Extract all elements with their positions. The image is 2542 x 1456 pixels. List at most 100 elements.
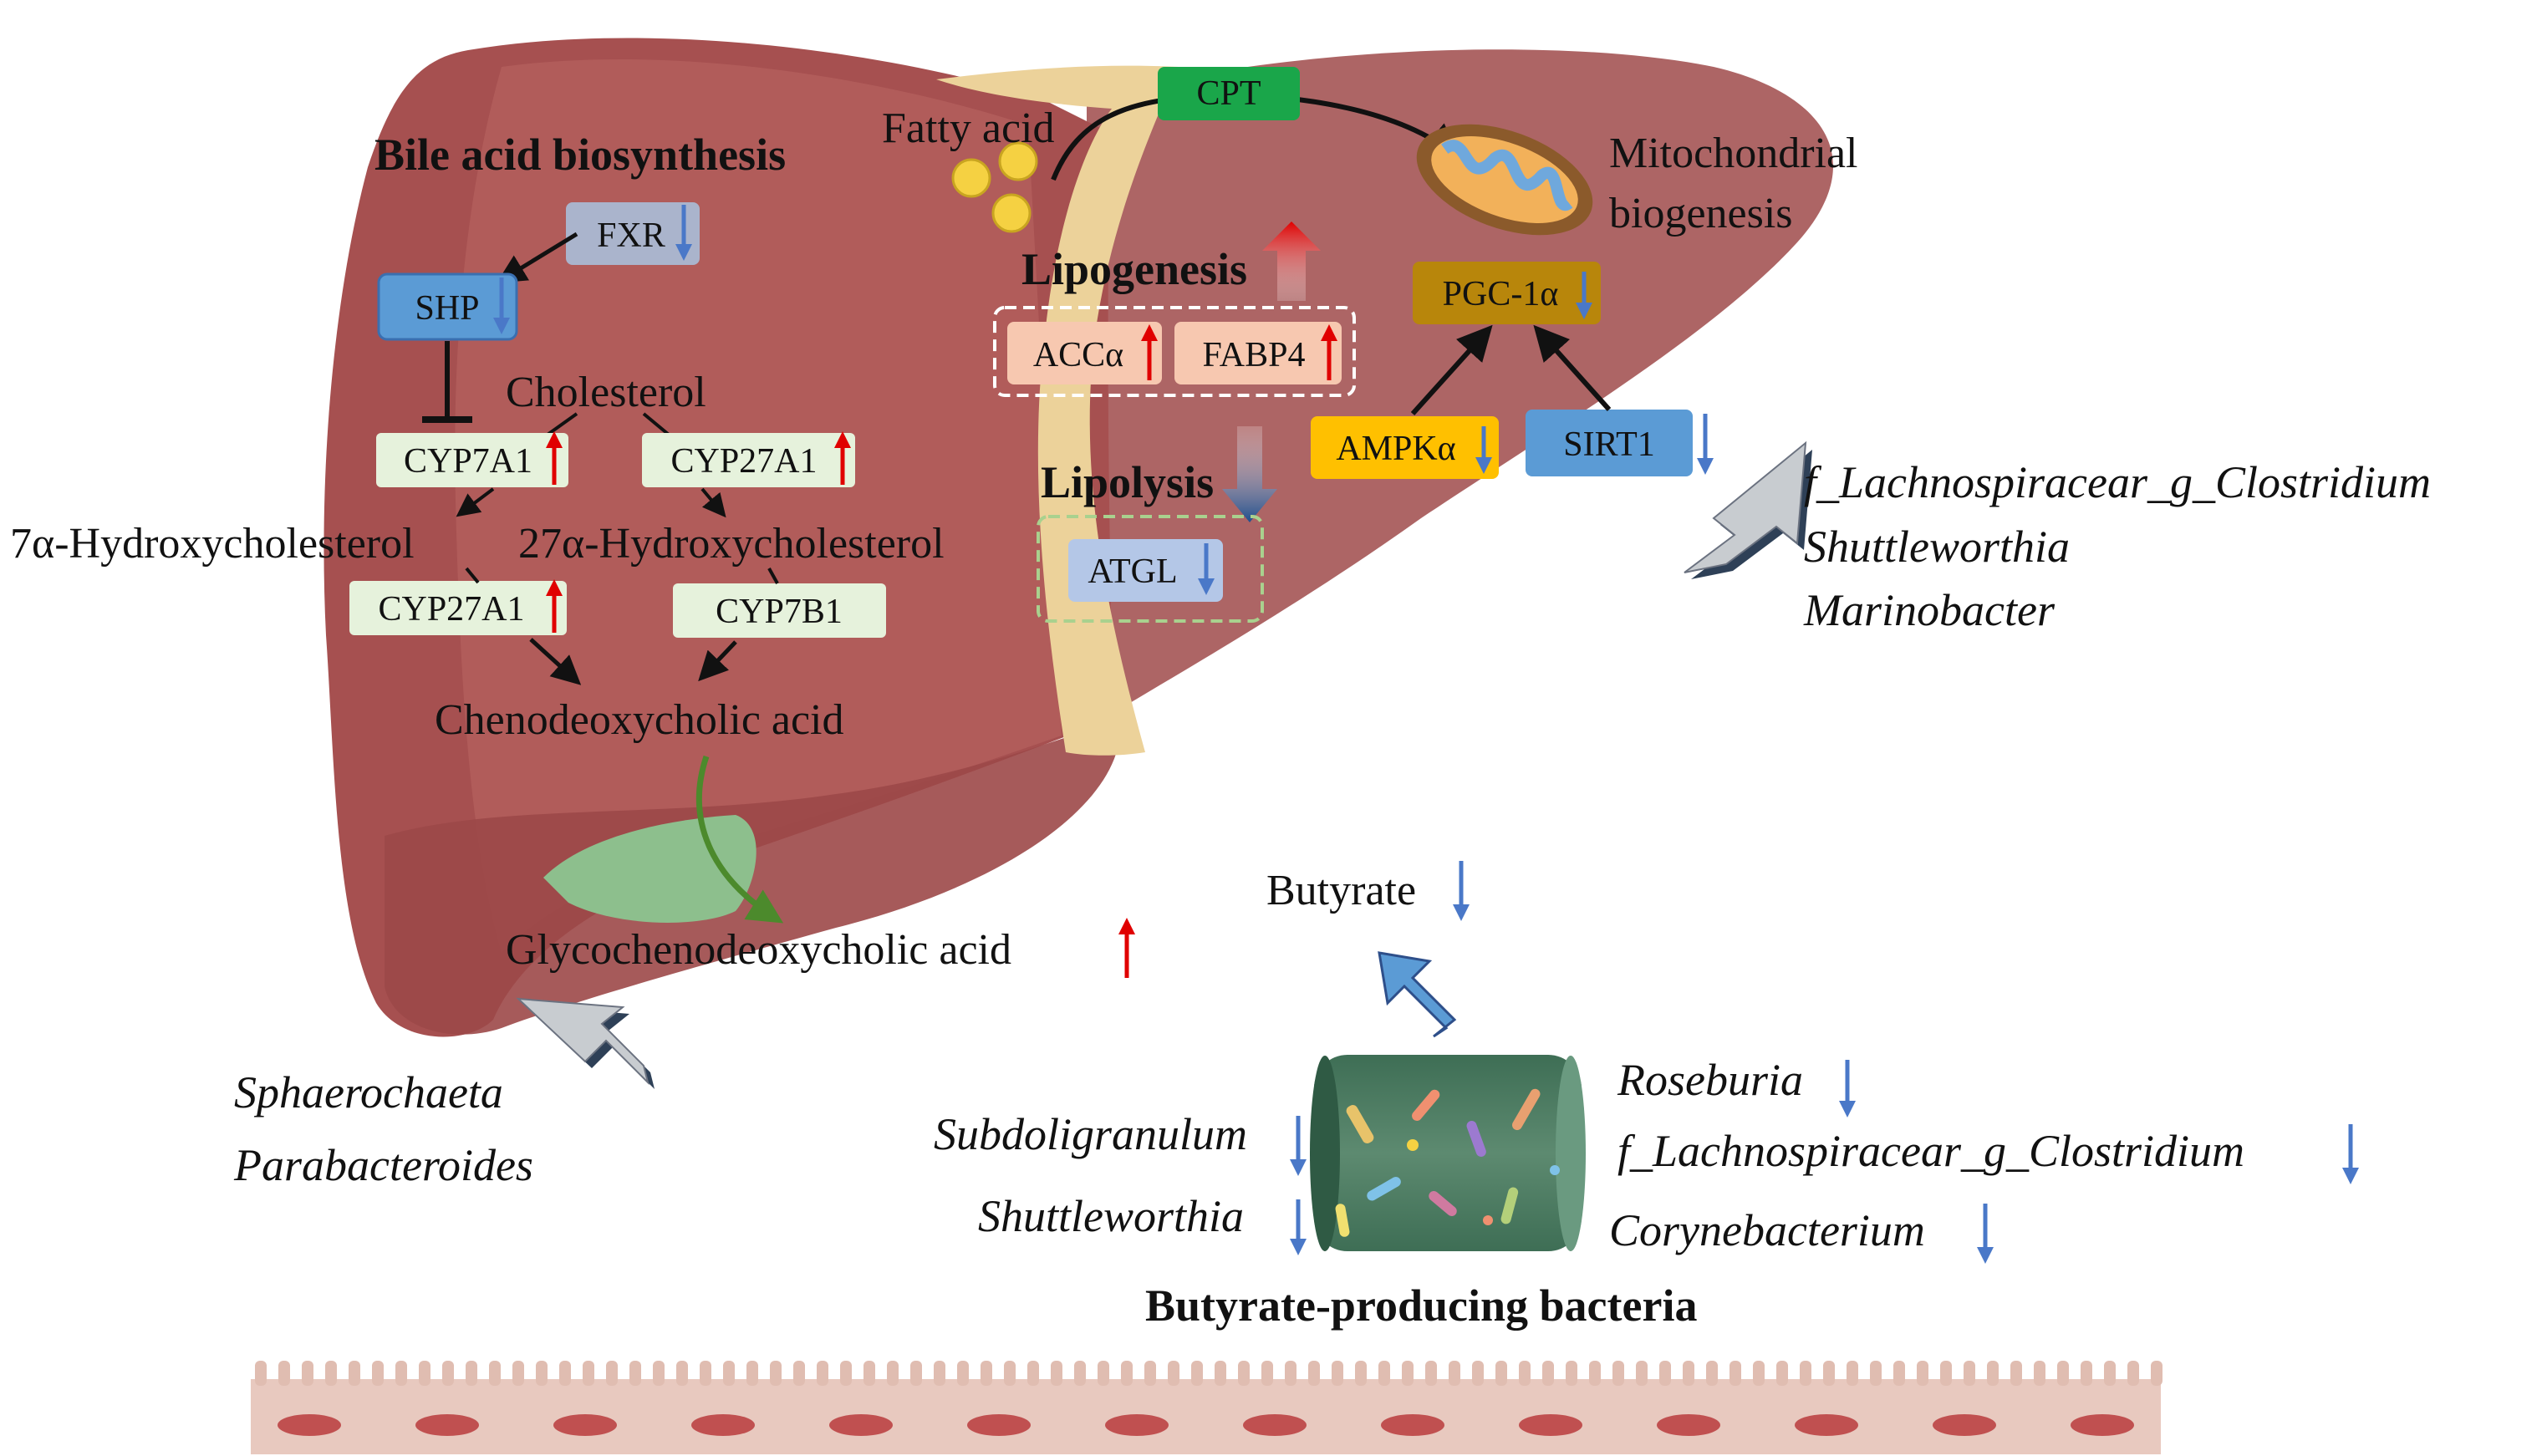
- butyrate-caption: Butyrate-producing bacteria: [1145, 1280, 1697, 1331]
- villus: [910, 1361, 922, 1386]
- villus: [1987, 1361, 1999, 1386]
- villus: [676, 1361, 688, 1386]
- shp-down-icon: [493, 277, 510, 334]
- villus: [1964, 1361, 1975, 1386]
- gcdca-label: Glycochenodeoxycholic acid: [506, 926, 1011, 974]
- cyp27a1-to-hydroxy27-arrow: [700, 487, 726, 518]
- cyp27a1-bottom-label: CYP27A1: [378, 590, 524, 629]
- villus: [1636, 1361, 1648, 1386]
- villus: [1566, 1361, 1577, 1386]
- villus: [1238, 1361, 1250, 1386]
- villus: [700, 1361, 711, 1386]
- gut-cell: [1933, 1414, 1996, 1436]
- villus: [1449, 1361, 1460, 1386]
- villus: [2104, 1361, 2116, 1386]
- villus: [2034, 1361, 2045, 1386]
- gut-cell: [278, 1414, 341, 1436]
- cyp7a1-up-icon: [546, 431, 563, 485]
- butyrate-left-2-down-icon: [1290, 1199, 1307, 1255]
- villus: [1121, 1361, 1133, 1386]
- liver: [323, 38, 1833, 1037]
- villus: [1168, 1361, 1179, 1386]
- right-bacteria-1: f_Lachnospiracear_g_Clostridium: [1804, 457, 2431, 507]
- villus: [1940, 1361, 1952, 1386]
- butyrate-right-3: Corynebacterium: [1609, 1205, 1925, 1255]
- left-bacteria-2: Parabacteroides: [233, 1140, 533, 1190]
- acc-label: ACCα: [1033, 336, 1123, 374]
- gut-cell: [415, 1414, 479, 1436]
- gut-cell: [1657, 1414, 1720, 1436]
- villus: [1800, 1361, 1811, 1386]
- villus: [1051, 1361, 1062, 1386]
- liver-right-lobe: [1087, 49, 1833, 719]
- mito-label-line2: biogenesis: [1609, 190, 1793, 237]
- villus: [1589, 1361, 1601, 1386]
- cyp7a1-to-hydroxy7-arrow: [456, 487, 495, 517]
- villus: [1308, 1361, 1320, 1386]
- right-bacteria-3: Marinobacter: [1803, 585, 2056, 635]
- villus: [2081, 1361, 2092, 1386]
- villus: [1519, 1361, 1531, 1386]
- villus: [349, 1361, 360, 1386]
- cyp27a1-top-up-icon: [834, 431, 851, 485]
- lipolysis-down-icon: [1222, 426, 1277, 522]
- pgc-box: [1413, 262, 1601, 324]
- villus: [1729, 1361, 1741, 1386]
- villus: [278, 1361, 290, 1386]
- fabp4-label: FABP4: [1203, 336, 1306, 374]
- bacteria-tube-icon: [1310, 1055, 1586, 1251]
- villus: [793, 1361, 805, 1386]
- intestine-icon: [251, 1361, 2162, 1454]
- left-bacteria-1: Sphaerochaeta: [234, 1067, 503, 1117]
- shp-label: SHP: [415, 289, 479, 328]
- sirt1-box: [1526, 410, 1693, 476]
- gut-cell: [553, 1414, 617, 1436]
- gut-cell: [1243, 1414, 1307, 1436]
- villus: [1612, 1361, 1624, 1386]
- gallbladder: [543, 815, 756, 923]
- villus: [1144, 1361, 1156, 1386]
- villus: [2127, 1361, 2139, 1386]
- villus: [840, 1361, 852, 1386]
- villus: [770, 1361, 782, 1386]
- cyp27a1-to-cdca-arrow: [529, 638, 582, 685]
- gut-cell: [1519, 1414, 1582, 1436]
- tube-to-butyrate-arrow: [1378, 951, 1457, 1038]
- cyp27a1-bottom-box: [349, 581, 567, 635]
- villus: [2010, 1361, 2022, 1386]
- pgc-down-icon: [1576, 272, 1592, 319]
- villus: [466, 1361, 477, 1386]
- acc-up-icon: [1141, 324, 1158, 380]
- villus: [934, 1361, 945, 1386]
- villus: [1847, 1361, 1858, 1386]
- lipogenesis-group: [993, 306, 1356, 397]
- gut-cell: [1381, 1414, 1444, 1436]
- hydroxy27-label: 27α-Hydroxycholesterol: [518, 520, 945, 568]
- villus: [1659, 1361, 1671, 1386]
- atgl-box: [1068, 539, 1223, 602]
- gut-cell: [2071, 1414, 2134, 1436]
- fabp4-up-icon: [1321, 324, 1337, 380]
- butyrate-right-1-down-icon: [1839, 1060, 1856, 1117]
- villus: [559, 1361, 571, 1386]
- cyp27a1-top-label: CYP27A1: [670, 442, 817, 481]
- villus: [1870, 1361, 1882, 1386]
- gut-cell: [967, 1414, 1031, 1436]
- fxr-down-icon: [675, 205, 692, 261]
- villus: [653, 1361, 665, 1386]
- villus: [536, 1361, 548, 1386]
- ampk-label: AMPKα: [1336, 430, 1455, 468]
- fxr-to-shp-arrow: [497, 232, 578, 283]
- villus: [1215, 1361, 1226, 1386]
- villus: [1753, 1361, 1765, 1386]
- left-bacteria-arrow-icon: [516, 997, 655, 1089]
- liver-center-band: [936, 65, 1179, 756]
- fatty-acid-label: Fatty acid: [882, 104, 1055, 152]
- villus: [817, 1361, 828, 1386]
- villus: [1378, 1361, 1390, 1386]
- villus: [395, 1361, 407, 1386]
- hydroxy7-label: 7α-Hydroxycholesterol: [10, 520, 415, 568]
- villus: [325, 1361, 337, 1386]
- villus: [372, 1361, 384, 1386]
- villus: [2057, 1361, 2069, 1386]
